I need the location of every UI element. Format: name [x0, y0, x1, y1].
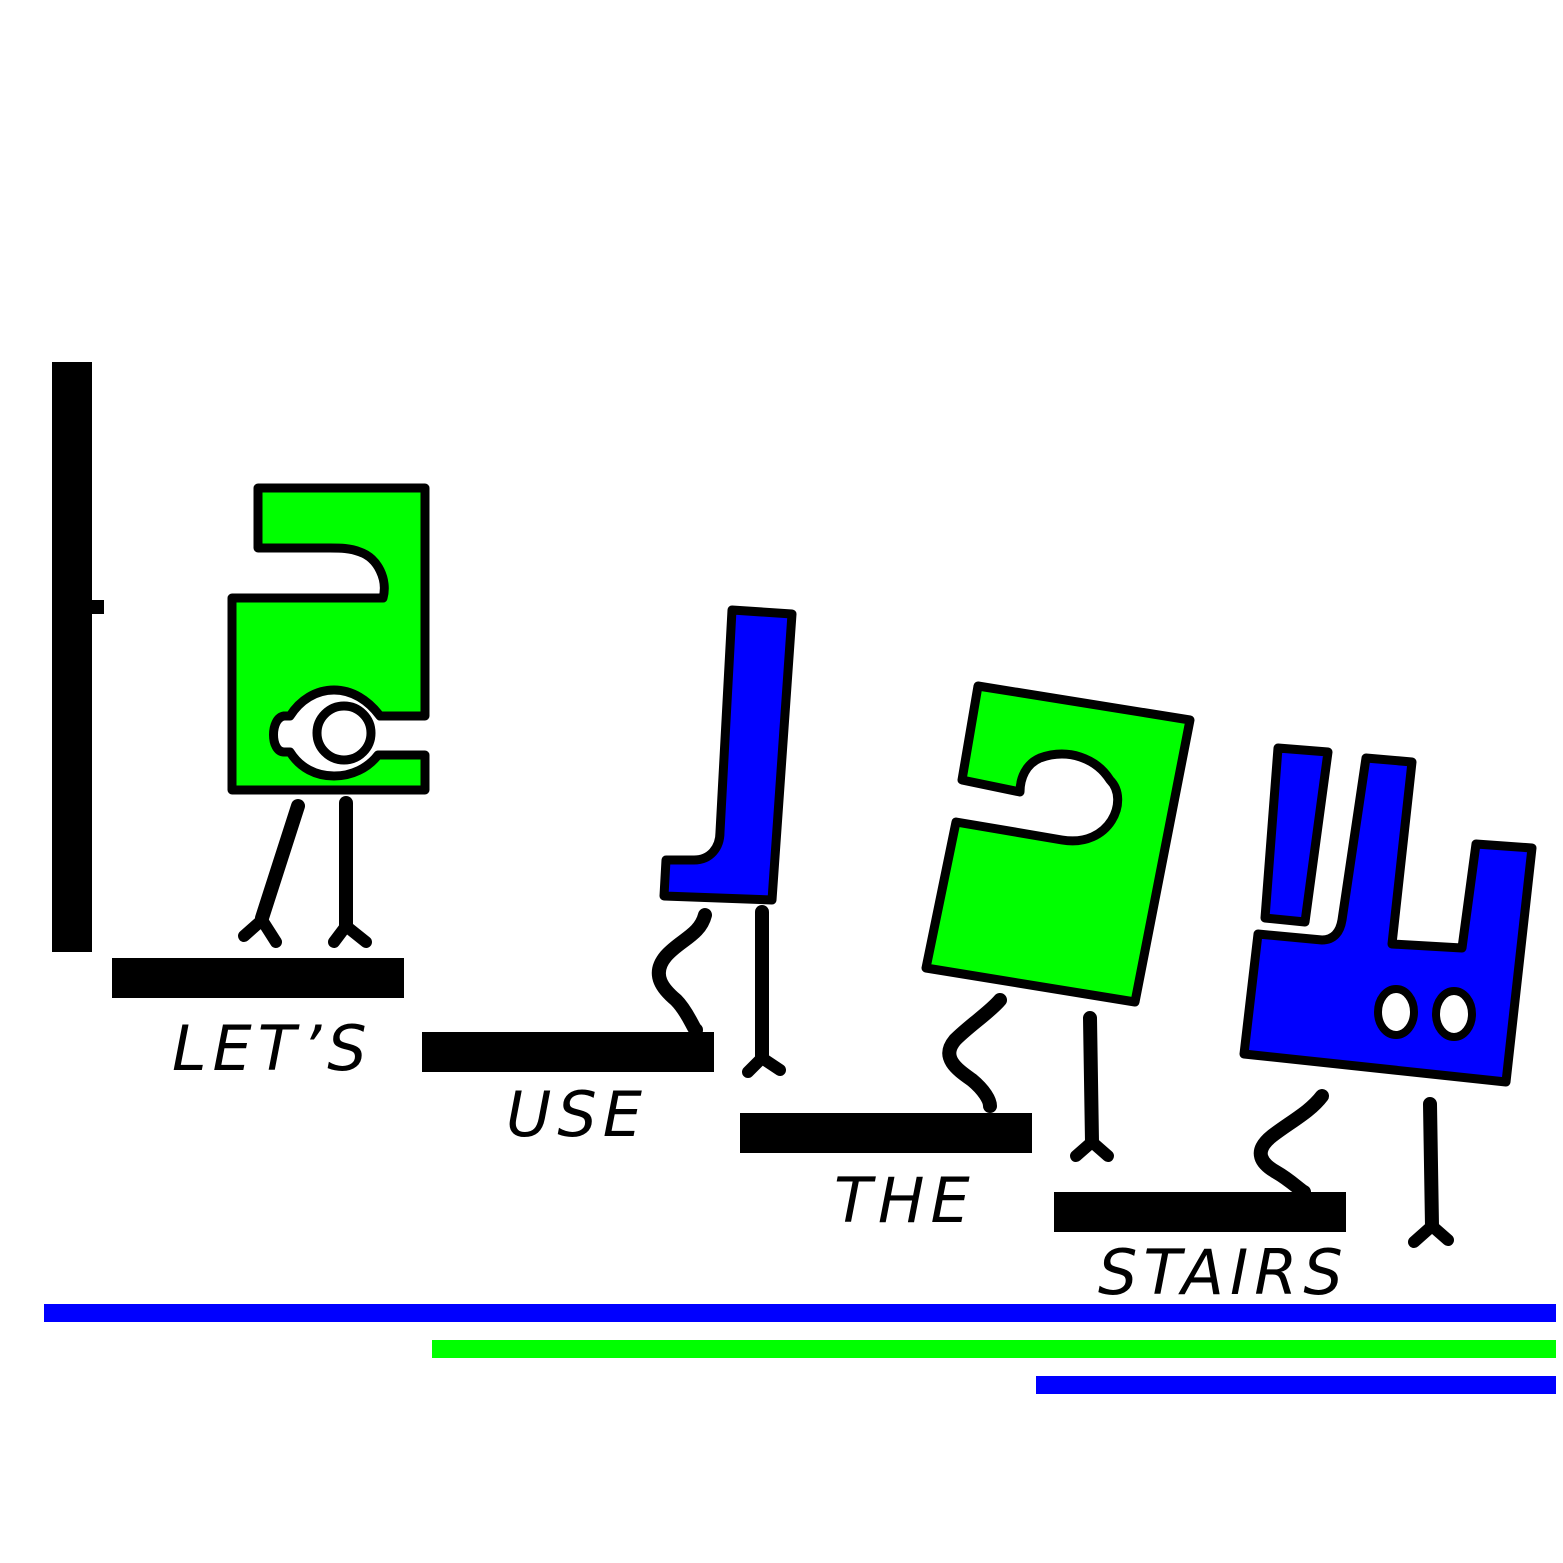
floor-line-blue-short — [1036, 1376, 1556, 1394]
stair-step-1 — [112, 958, 404, 998]
blue-one-legs — [651, 905, 769, 1065]
caption-stairs: STAIRS — [1098, 1236, 1349, 1309]
blue-four-eyes — [1374, 985, 1476, 1041]
floor-line-green — [432, 1340, 1556, 1358]
blue-one-character — [651, 605, 797, 1078]
caption-the: THE — [834, 1164, 976, 1237]
green-two-tilted-body — [921, 681, 1195, 1007]
green-two-tilted-legs — [942, 993, 1099, 1149]
blue-four-foot — [1408, 1218, 1454, 1248]
green-two-body — [227, 483, 430, 795]
blue-four-eye-left — [1374, 985, 1418, 1039]
blue-four-eye-right — [1432, 987, 1476, 1041]
blue-four-legs — [1253, 1089, 1439, 1233]
green-two-feet — [238, 910, 372, 948]
green-two-legs — [255, 796, 353, 932]
green-two-eye — [312, 701, 376, 765]
floor-line-blue-long — [44, 1304, 1556, 1322]
stair-steps — [112, 958, 1346, 1232]
blue-four-character — [1239, 743, 1537, 1248]
green-two-tilted-character — [921, 681, 1195, 1162]
stair-step-2 — [422, 1032, 714, 1072]
wall — [52, 362, 104, 952]
stair-step-3 — [740, 1113, 1032, 1153]
green-two-tilted-foot — [1070, 1134, 1114, 1162]
green-two-character — [227, 483, 430, 948]
caption-lets: LET’S — [172, 1012, 373, 1085]
blue-one-foot — [742, 1050, 786, 1078]
stair-step-4 — [1054, 1192, 1346, 1232]
caption-use: USE — [506, 1078, 648, 1151]
blue-one-body — [659, 605, 797, 905]
floor-lines — [44, 1304, 1556, 1394]
